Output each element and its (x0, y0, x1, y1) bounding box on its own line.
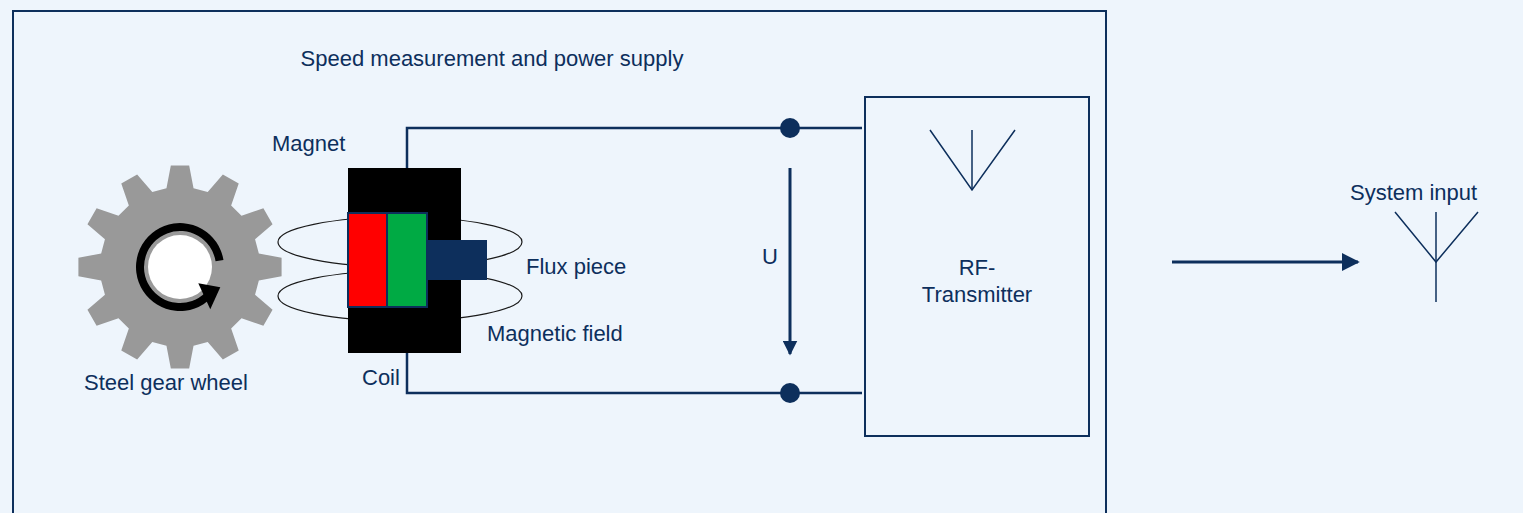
antenna-symbol (1435, 212, 1437, 302)
part-label: Magnet (272, 131, 345, 157)
voltage-arrow (789, 168, 792, 354)
part-label: Steel gear wheel (84, 370, 248, 396)
panel-heading: Speed measurement and power supply (14, 46, 970, 72)
antenna-symbol (971, 130, 973, 190)
magnet-north (348, 213, 387, 307)
rotation-arrowhead (198, 283, 220, 309)
part-label: System input (1350, 180, 1477, 206)
transmitter-box: RF- Transmitter (864, 96, 1090, 437)
terminal (780, 383, 800, 403)
part-label: Magnetic field (487, 321, 623, 347)
box-label: RF- Transmitter (907, 255, 1047, 308)
rotation-arrow (136, 223, 223, 311)
part-label: Coil (362, 365, 400, 391)
terminal (780, 118, 800, 138)
magnet-south (387, 213, 427, 307)
transmission-arrow (1172, 261, 1358, 264)
part-label: U (762, 244, 778, 270)
antenna-symbol (930, 130, 1015, 190)
gear-wheel-body (78, 165, 281, 368)
gear-wheel (78, 165, 281, 368)
part-label: Flux piece (526, 254, 626, 280)
flux-piece (427, 240, 487, 280)
